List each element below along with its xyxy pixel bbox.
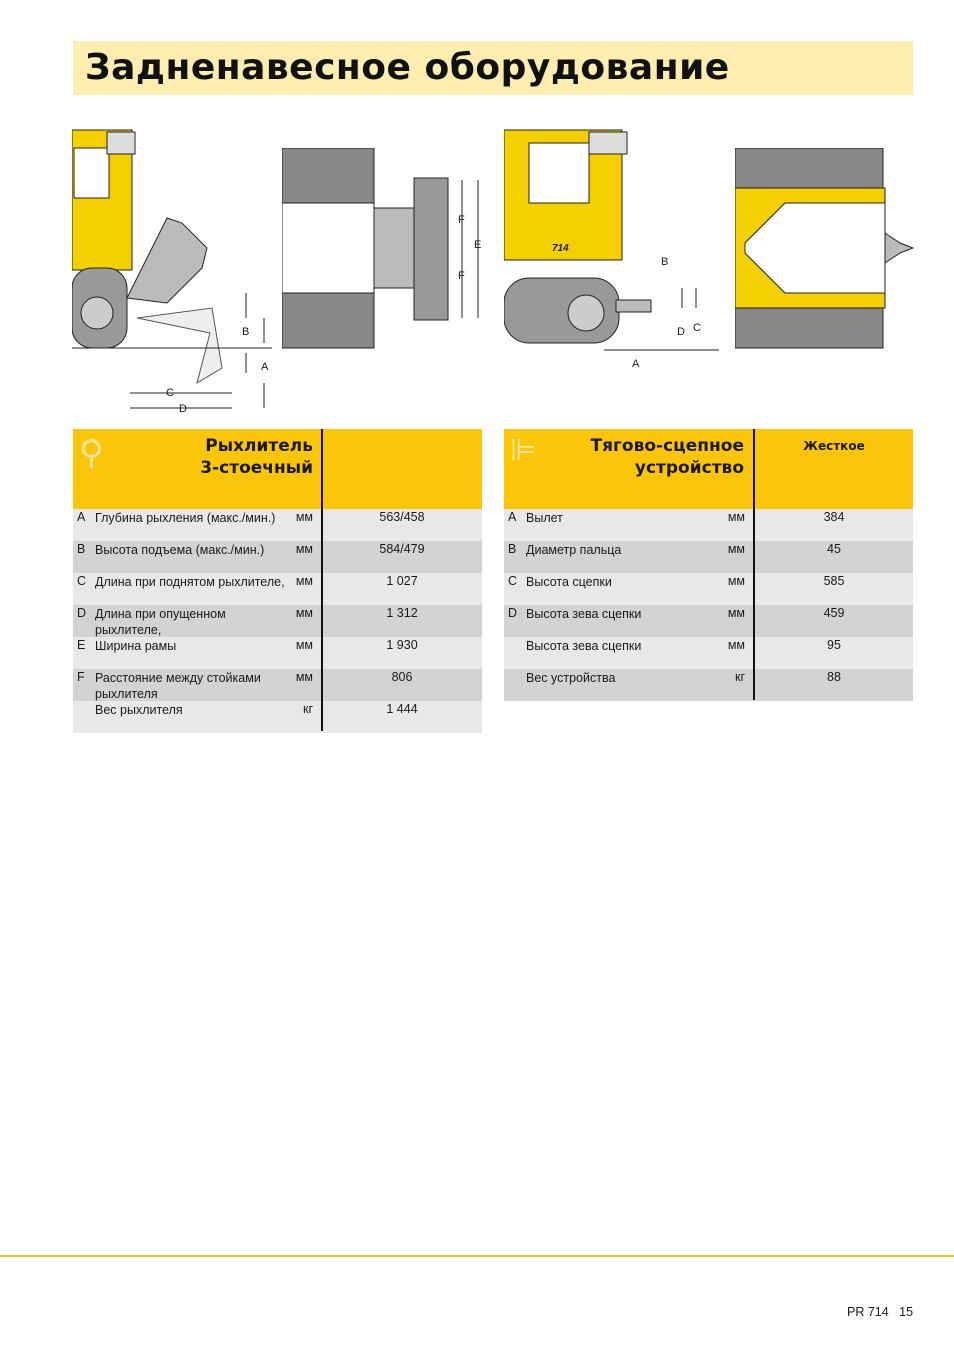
row-label: Высота подъема (макс./мин.) <box>95 543 265 557</box>
row-unit: кг <box>734 670 745 684</box>
row-value: 1 027 <box>386 574 418 588</box>
table-title-line1: Тягово-сцепное <box>590 436 744 456</box>
dim-label-c: C <box>166 387 174 399</box>
row-value: 806 <box>391 670 413 684</box>
dim-label-d: D <box>677 326 685 338</box>
row-letter: C <box>508 574 518 588</box>
ripper-side-drawing: B A C D <box>72 128 277 418</box>
row-value: 88 <box>827 670 841 684</box>
row-unit: мм <box>727 606 745 620</box>
table-row: Вес рыхлителя кг 1 444 <box>73 701 482 733</box>
row-value: 584/479 <box>379 542 425 556</box>
row-unit: мм <box>727 574 745 588</box>
table-row: A Глубина рыхления (макс./мин.) мм 563/4… <box>73 509 482 541</box>
row-label: Длина при опущенном рыхлителе, <box>95 607 226 637</box>
table-row: F Расстояние между стойками рыхлителя мм… <box>73 669 482 701</box>
row-label: Вылет <box>526 511 563 525</box>
row-letter: C <box>77 574 87 588</box>
ripper-spec-table: ⚲ Рыхлитель 3-стоечный A Глубина рыхлени… <box>73 429 482 733</box>
ripper-icon: ⚲ <box>79 434 104 472</box>
table-row: E Ширина рамы мм 1 930 <box>73 637 482 669</box>
table-row: B Диаметр пальца мм 45 <box>504 541 913 573</box>
title-banner: Задненавесное оборудование <box>73 41 913 95</box>
page-footer: PR 714 15 <box>847 1305 913 1319</box>
row-unit: мм <box>295 606 313 620</box>
document-code: PR 714 <box>847 1305 889 1319</box>
dim-label-d: D <box>179 403 187 415</box>
row-value: 45 <box>827 542 841 556</box>
row-label: Вес рыхлителя <box>95 703 183 717</box>
row-value: 563/458 <box>379 510 425 524</box>
dim-label-a: A <box>261 361 269 373</box>
row-unit: мм <box>295 670 313 684</box>
hitch-side-drawing: B D C A 714 <box>504 128 719 373</box>
row-label: Высота сцепки <box>526 575 612 589</box>
table-row: D Высота зева сцепки мм 459 <box>504 605 913 637</box>
table-header: ⊫ Тягово-сцепное устройство Жесткое <box>504 429 913 509</box>
column-divider <box>321 429 323 731</box>
dim-label-f2: F <box>458 270 465 282</box>
row-label: Высота зева сцепки <box>526 607 642 621</box>
page-number: 15 <box>899 1305 914 1319</box>
hitch-icon: ⊫ <box>510 434 537 467</box>
row-label: Глубина рыхления (макс./мин.) <box>95 511 276 525</box>
dim-label-b: B <box>242 326 250 338</box>
dim-label-b: B <box>661 256 669 268</box>
row-letter: A <box>508 510 517 524</box>
row-letter: E <box>77 638 86 652</box>
dim-label-c: C <box>693 322 701 334</box>
row-label: Вес устройства <box>526 671 616 685</box>
table-title-line1: Рыхлитель <box>205 436 313 456</box>
machine-model-decal: 714 <box>552 243 569 254</box>
row-unit: кг <box>302 702 313 716</box>
row-label: Ширина рамы <box>95 639 177 653</box>
table-row: Вес устройства кг 88 <box>504 669 913 701</box>
table-row: C Длина при поднятом рыхлителе, мм 1 027 <box>73 573 482 605</box>
row-label: Диаметр пальца <box>526 543 622 557</box>
row-value: 1 930 <box>386 638 418 652</box>
table-row: A Вылет мм 384 <box>504 509 913 541</box>
table-row: D Длина при опущенном рыхлителе, мм 1 31… <box>73 605 482 637</box>
table-row: C Высота сцепки мм 585 <box>504 573 913 605</box>
row-unit: мм <box>295 638 313 652</box>
row-unit: мм <box>295 510 313 524</box>
hitch-top-drawing <box>735 148 915 350</box>
row-value: 384 <box>823 510 845 524</box>
hitch-spec-table: ⊫ Тягово-сцепное устройство Жесткое A Вы… <box>504 429 913 701</box>
row-value: 1 444 <box>386 702 418 716</box>
row-letter: B <box>508 542 517 556</box>
row-value: 585 <box>823 574 845 588</box>
ripper-top-drawing: F E F <box>282 148 487 350</box>
table-title-line2: 3-стоечный <box>200 458 313 478</box>
row-value: 1 312 <box>386 606 418 620</box>
row-value: 95 <box>827 638 841 652</box>
row-unit: мм <box>727 542 745 556</box>
row-letter: B <box>77 542 86 556</box>
row-unit: мм <box>295 542 313 556</box>
dim-label-f: F <box>458 214 465 226</box>
row-letter: A <box>77 510 86 524</box>
row-letter: D <box>508 606 518 620</box>
table-header: ⚲ Рыхлитель 3-стоечный <box>73 429 482 509</box>
row-letter: F <box>77 670 85 684</box>
dim-label-a: A <box>632 358 640 370</box>
row-unit: мм <box>295 574 313 588</box>
table-title-line2: устройство <box>634 458 744 478</box>
page-title: Задненавесное оборудование <box>85 47 730 88</box>
dim-label-e: E <box>474 239 482 251</box>
footer-rule <box>0 1255 954 1257</box>
row-letter: D <box>77 606 87 620</box>
table-row: B Высота подъема (макс./мин.) мм 584/479 <box>73 541 482 573</box>
table-row: Высота зева сцепки мм 95 <box>504 637 913 669</box>
value-column-header: Жесткое <box>803 439 865 453</box>
row-value: 459 <box>823 606 845 620</box>
column-divider <box>753 429 755 700</box>
row-label: Высота зева сцепки <box>526 639 642 653</box>
row-unit: мм <box>727 510 745 524</box>
row-label: Длина при поднятом рыхлителе, <box>95 575 285 589</box>
row-label: Расстояние между стойками рыхлителя <box>95 671 261 701</box>
row-unit: мм <box>727 638 745 652</box>
